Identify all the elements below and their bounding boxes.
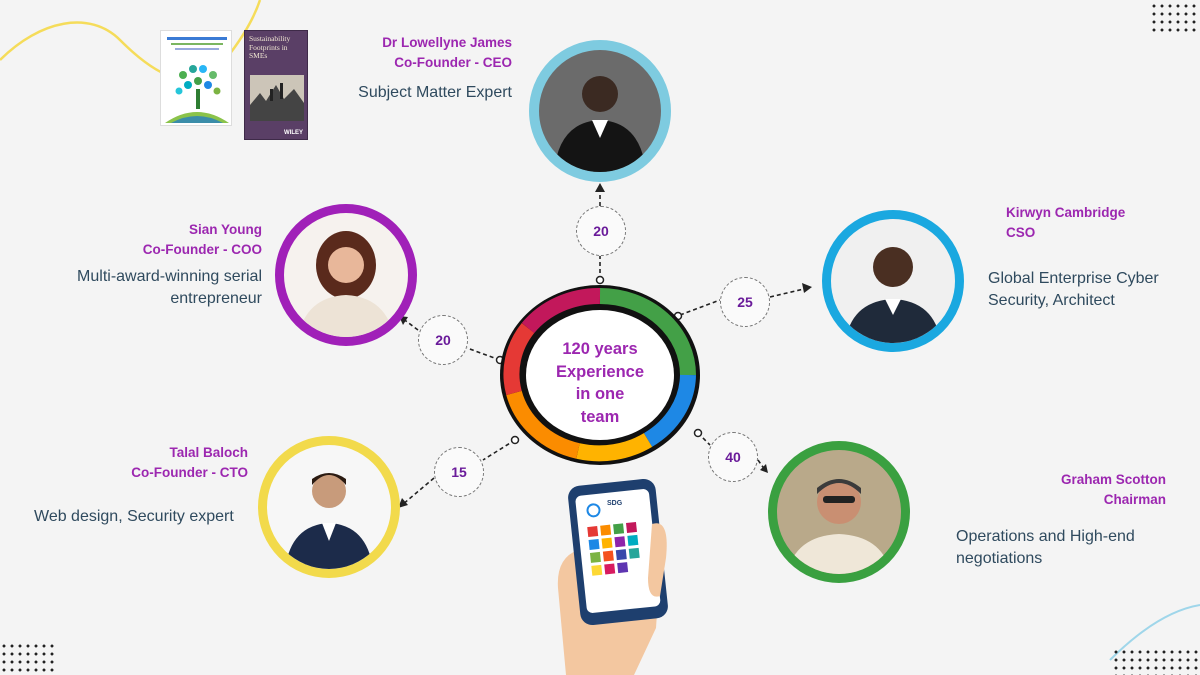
chairman-name-block: Graham Scotton Chairman <box>966 470 1166 510</box>
cso-avatar <box>822 210 964 352</box>
cso-name: Kirwyn Cambridge <box>1006 205 1126 220</box>
book-cover-sustainability-footprints: Sustainability Footprints in SMEs WILEY <box>244 30 308 140</box>
chairman-description-line-2: negotiations <box>956 550 1043 567</box>
years-bubble-cso: 25 <box>720 277 770 327</box>
cso-description-line-2: Security, Architect <box>988 292 1115 309</box>
years-bubble-chairman: 40 <box>708 432 758 482</box>
center-line-2: Experience <box>555 362 645 381</box>
coo-name-block: Sian Young Co-Founder - COO <box>60 220 262 260</box>
chairman-name: Graham Scotton <box>1060 472 1166 487</box>
coo-description: Multi-award-winning serial entrepreneur <box>30 266 262 310</box>
cto-role: Co-Founder - CTO <box>131 465 248 480</box>
experience-ring <box>500 285 700 465</box>
cso-description: Global Enterprise Cyber Security, Archit… <box>988 268 1188 312</box>
chairman-description-line-1: Operations and High-end <box>956 528 1135 545</box>
coo-name: Sian Young <box>188 222 262 237</box>
years-bubble-ceo: 20 <box>576 206 626 256</box>
ceo-avatar <box>529 40 671 182</box>
coo-description-line-2: entrepreneur <box>170 290 262 307</box>
person-silhouette-icon <box>787 479 891 574</box>
book-cover-sustainability-systems <box>160 30 232 126</box>
person-silhouette-icon <box>285 473 373 569</box>
dot-grid-bottom-right <box>1112 648 1200 675</box>
person-silhouette-icon <box>554 76 646 172</box>
center-line-1: 120 years <box>562 340 638 358</box>
chairman-role: Chairman <box>1103 492 1166 507</box>
chairman-description: Operations and High-end negotiations <box>956 526 1176 570</box>
person-silhouette-icon <box>845 247 941 343</box>
cso-description-line-1: Global Enterprise Cyber <box>988 270 1159 287</box>
ceo-name: Dr Lowellyne James <box>382 35 512 50</box>
cto-name-block: Talal Baloch Co-Founder - CTO <box>50 443 248 483</box>
years-bubble-coo: 20 <box>418 315 468 365</box>
book-publisher: WILEY <box>284 130 303 136</box>
cso-name-block: Kirwyn Cambridge CSO <box>1006 203 1186 243</box>
hand-holding-phone-illustration <box>557 478 668 675</box>
coo-avatar <box>275 204 417 346</box>
cto-name: Talal Baloch <box>169 445 248 460</box>
person-silhouette-icon <box>298 231 394 337</box>
cso-role: CSO <box>1006 225 1036 240</box>
ceo-role: Co-Founder - CEO <box>394 55 512 70</box>
coo-role: Co-Founder - COO <box>142 242 262 257</box>
center-experience-label: 120 years Experience in one team <box>545 338 655 428</box>
cto-description: Web design, Security expert <box>34 508 234 525</box>
book-title: Sustainability Footprints in SMEs <box>249 34 291 60</box>
tree-of-icons-illustration <box>165 37 229 123</box>
dot-grid-top-right <box>1150 2 1198 34</box>
chairman-avatar <box>768 441 910 583</box>
book-illustration <box>250 75 304 121</box>
dot-grid-bottom-left <box>0 642 58 674</box>
center-line-4: team <box>580 407 620 426</box>
years-bubble-cto: 15 <box>434 447 484 497</box>
center-line-3: in one <box>575 385 625 403</box>
coo-description-line-1: Multi-award-winning serial <box>77 268 262 285</box>
cto-avatar <box>258 436 400 578</box>
ceo-name-block: Dr Lowellyne James Co-Founder - CEO <box>300 33 512 73</box>
ceo-description: Subject Matter Expert <box>358 84 512 101</box>
phone-app-logo-text: SDG <box>607 500 623 507</box>
